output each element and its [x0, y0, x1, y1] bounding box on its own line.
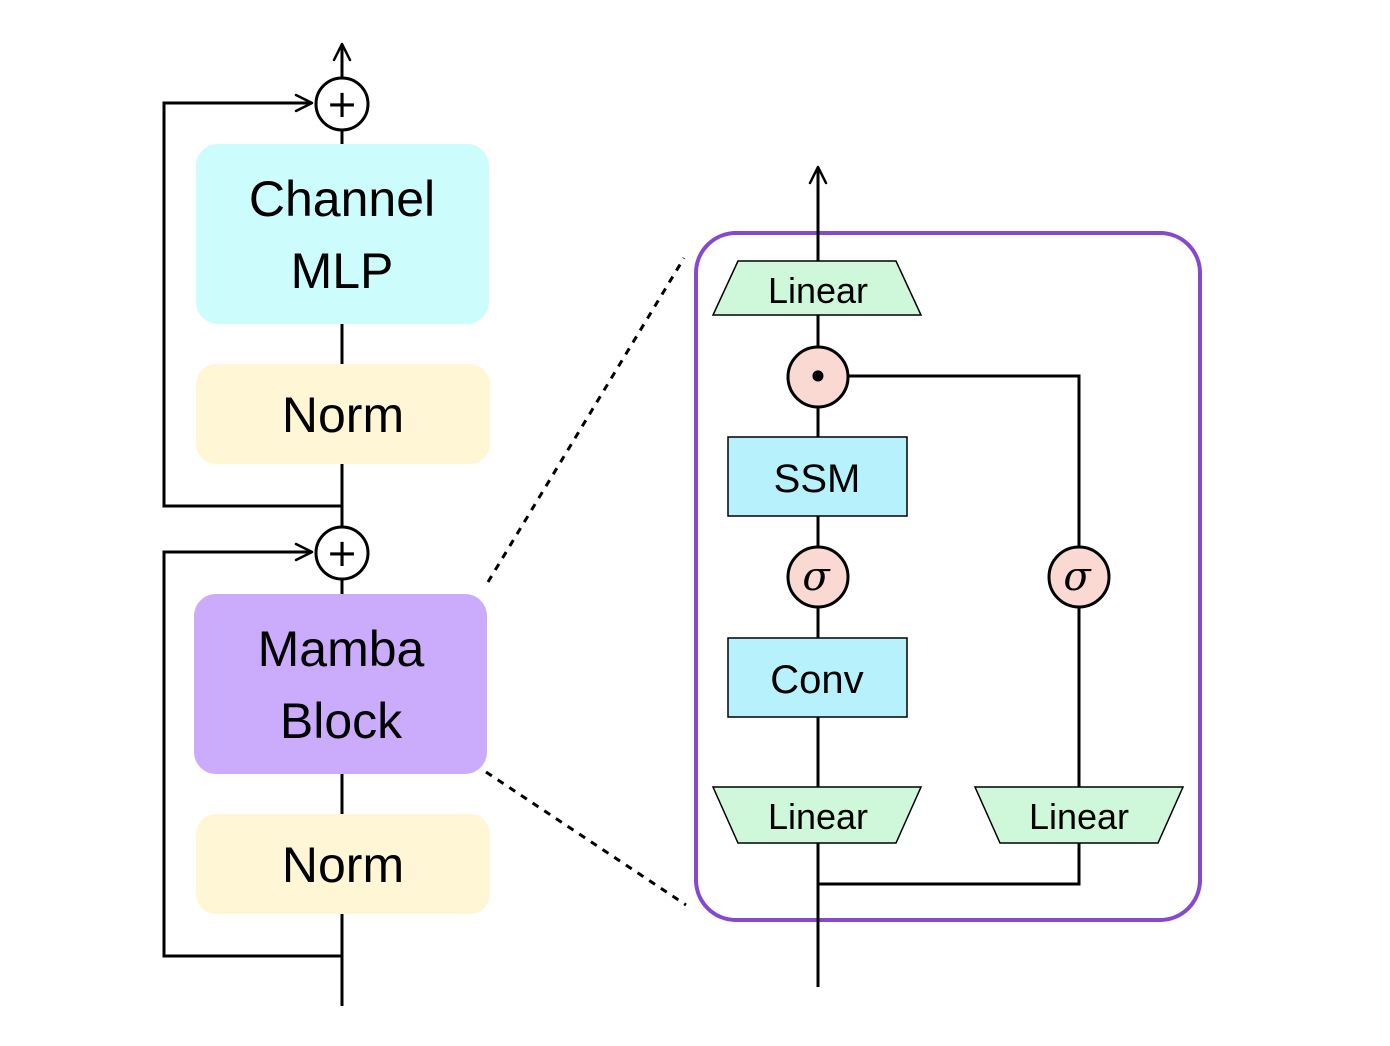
- norm-bottom-label: Norm: [282, 837, 404, 893]
- conv-block: Conv: [727, 637, 908, 718]
- residual-connection-bottom: [162, 542, 342, 958]
- ssm-label: SSM: [774, 457, 861, 501]
- channel-mlp-block: Channel MLP: [196, 144, 489, 324]
- channel-mlp-label-line1: Channel: [249, 171, 435, 227]
- linear-in-gate-block: Linear: [973, 786, 1185, 844]
- norm-top-label: Norm: [282, 387, 404, 443]
- mamba-block-label-line1: Mamba: [258, 621, 425, 677]
- activation-symbol-gate: σ: [1063, 554, 1092, 600]
- linear-in-main-block: Linear: [711, 786, 923, 844]
- norm-bottom-block: Norm: [196, 814, 490, 914]
- channel-mlp-label-line2: MLP: [291, 243, 394, 299]
- conv-label: Conv: [770, 658, 863, 702]
- linear-in-gate-label: Linear: [1029, 796, 1129, 837]
- multiply-circle: •: [786, 345, 850, 409]
- linear-out-label: Linear: [768, 270, 868, 311]
- mamba-detail: Linear • SSM σ Conv Linear: [694, 165, 1202, 987]
- activation-symbol-main: σ: [802, 554, 831, 600]
- detail-gate-branch: [818, 374, 1081, 886]
- activation-circle-main: σ: [786, 545, 850, 609]
- mamba-detail-border: [694, 231, 1202, 922]
- add-circle-top: +: [314, 76, 370, 132]
- mamba-block-label-line2: Block: [280, 693, 403, 749]
- left-stack: Norm Mamba Block + Norm Channel MLP +: [162, 42, 490, 1006]
- zoom-guide-bottom: [485, 770, 687, 907]
- ssm-block: SSM: [727, 436, 908, 517]
- mamba-block: Mamba Block: [194, 594, 487, 774]
- multiply-symbol: •: [807, 355, 829, 399]
- zoom-guide-top: [486, 257, 686, 583]
- add-symbol-top: +: [326, 82, 358, 126]
- residual-connection-top: [162, 93, 342, 508]
- norm-top-block: Norm: [196, 364, 490, 464]
- add-circle-bottom: +: [314, 525, 370, 581]
- activation-circle-gate: σ: [1047, 545, 1111, 609]
- linear-in-main-label: Linear: [768, 796, 868, 837]
- add-symbol-bottom: +: [326, 531, 358, 575]
- linear-out-block: Linear: [711, 260, 923, 316]
